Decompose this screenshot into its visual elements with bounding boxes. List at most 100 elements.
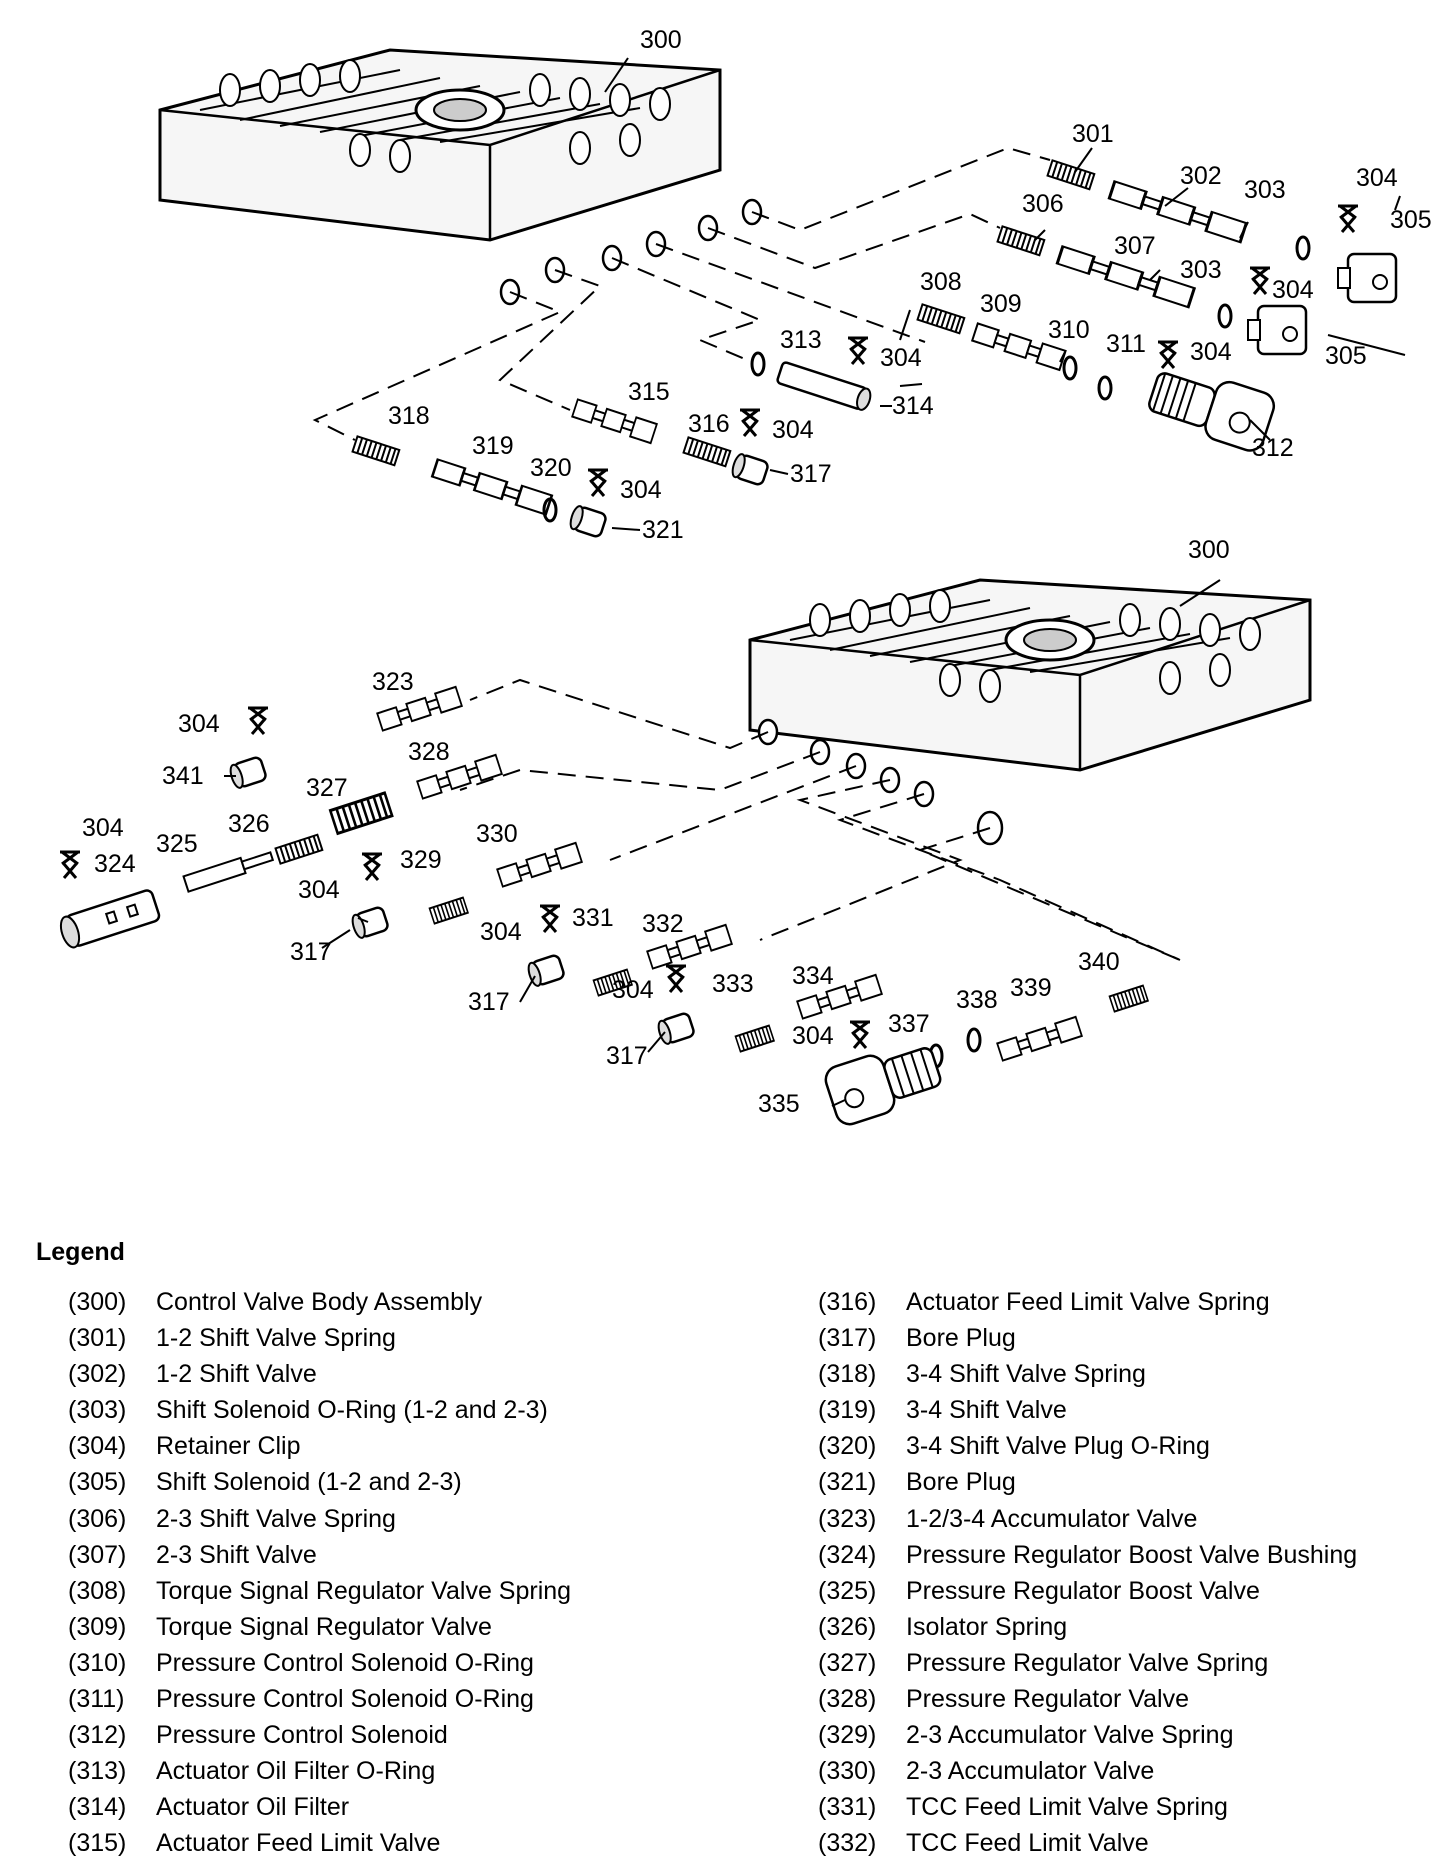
legend-code: (313) (68, 1757, 127, 1786)
callout-304-solenoid: 304 (1190, 338, 1232, 366)
callout-338: 338 (956, 986, 998, 1014)
callout-312: 312 (1252, 434, 1294, 462)
legend-text: Bore Plug (906, 1324, 1016, 1353)
boost-valve-325 (182, 851, 275, 893)
callout-321: 321 (642, 516, 684, 544)
legend-item: (304)Retainer Clip (68, 1428, 571, 1464)
torque-signal-spring-308 (916, 303, 966, 335)
legend-code: (309) (68, 1612, 127, 1641)
legend-item: (323)1-2/3-4 Accumulator Valve (818, 1501, 1357, 1537)
callout-304-317d: 304 (612, 976, 654, 1004)
shift-solenoid-305a (1336, 252, 1398, 304)
legend-item: (324)Pressure Regulator Boost Valve Bush… (818, 1537, 1357, 1573)
callout-304-317b: 304 (298, 876, 340, 904)
callout-304-upper: 304 (1356, 164, 1398, 192)
legend-code: (300) (68, 1288, 127, 1316)
solenoid-o-ring-303b (1217, 303, 1233, 329)
legend-code: (326) (818, 1612, 877, 1641)
callout-304-335: 304 (792, 1022, 834, 1050)
legend-text: Bore Plug (906, 1468, 1016, 1497)
legend-code: (319) (818, 1396, 877, 1425)
legend-text: Pressure Control Solenoid O-Ring (156, 1685, 534, 1714)
legend-code: (321) (818, 1468, 877, 1497)
bore-plug-317b (348, 905, 391, 941)
legend-item: (332)TCC Feed Limit Valve (818, 1825, 1357, 1861)
legend-code: (303) (68, 1396, 127, 1425)
legend-text: 2-3 Shift Valve (156, 1540, 317, 1569)
retainer-clip-304k (664, 964, 688, 994)
legend-code: (301) (68, 1324, 127, 1353)
pressure-control-o-ring-311 (1097, 375, 1113, 401)
legend-text: Actuator Oil Filter O-Ring (156, 1757, 436, 1786)
legend-text: Actuator Oil Filter (156, 1793, 350, 1822)
callout-304-317c: 304 (480, 918, 522, 946)
legend-item: (317)Bore Plug (818, 1320, 1357, 1356)
callout-302: 302 (1180, 162, 1222, 190)
callout-labels-top: 300 301 302 303 304 305 306 307 303 304 … (388, 26, 1432, 544)
callout-326: 326 (228, 810, 270, 838)
callout-324: 324 (94, 850, 136, 878)
legend-text: 3-4 Shift Valve Spring (906, 1360, 1146, 1389)
legend-text: 2-3 Shift Valve Spring (156, 1504, 396, 1533)
legend-item: (300)Control Valve Body Assembly (68, 1284, 571, 1320)
legend-text: Shift Solenoid O-Ring (1-2 and 2-3) (156, 1396, 548, 1425)
callout-333: 333 (712, 970, 754, 998)
spring-340 (1108, 984, 1149, 1013)
accumulator-valve-330 (495, 841, 583, 889)
legend-code: (332) (818, 1829, 877, 1858)
callout-304-shift34: 304 (620, 476, 662, 504)
isolator-spring-326 (274, 833, 324, 865)
legend-item: (310)Pressure Control Solenoid O-Ring (68, 1645, 571, 1681)
legend-text: Actuator Feed Limit Valve (156, 1829, 441, 1858)
pressure-control-solenoid-312 (1148, 372, 1276, 452)
bore-openings-bottom (757, 718, 1004, 846)
shift-valve-spring-318 (351, 435, 401, 467)
legend-list-right: (316)Actuator Feed Limit Valve Spring (3… (818, 1284, 1357, 1862)
valve-body-top (158, 48, 722, 242)
callout-304-mid: 304 (1272, 276, 1314, 304)
legend-text: Pressure Regulator Boost Valve (906, 1576, 1260, 1605)
callout-313: 313 (780, 326, 822, 354)
legend-item: (305)Shift Solenoid (1-2 and 2-3) (68, 1464, 571, 1500)
callout-328: 328 (408, 738, 450, 766)
legend-code: (307) (68, 1540, 127, 1569)
callout-300-bottom: 300 (1188, 536, 1230, 564)
legend-text: TCC Feed Limit Valve Spring (906, 1793, 1228, 1822)
valve-339 (995, 1015, 1083, 1063)
legend-text: Isolator Spring (906, 1612, 1068, 1641)
callout-317-top: 317 (790, 460, 832, 488)
callout-305-lower: 305 (1325, 342, 1367, 370)
legend-item: (313) Actuator Oil Filter O-Ring (68, 1753, 571, 1789)
callout-341: 341 (162, 762, 204, 790)
bore-plug-321 (566, 503, 609, 539)
retainer-clip-304a (1336, 204, 1360, 234)
callout-334: 334 (792, 962, 834, 990)
legend-item: (312)Pressure Control Solenoid (68, 1717, 571, 1753)
callout-314: 314 (892, 392, 934, 420)
legend-code: (306) (68, 1504, 127, 1533)
legend-text: Actuator Feed Limit Valve Spring (906, 1288, 1270, 1316)
shift-solenoid-305b (1246, 304, 1308, 356)
legend-text: Pressure Regulator Valve Spring (906, 1648, 1269, 1677)
retainer-clip-304j (538, 904, 562, 934)
legend-item: (302)1-2 Shift Valve (68, 1356, 571, 1392)
shift-valve-spring-306 (996, 225, 1046, 257)
legend-item: (307) 2-3 Shift Valve (68, 1537, 571, 1573)
o-ring-338 (966, 1027, 982, 1053)
legend-code: (311) (68, 1685, 125, 1714)
retainer-clip-304c (1156, 340, 1180, 370)
legend-item: (309)Torque Signal Regulator Valve (68, 1609, 571, 1645)
actuator-oil-filter-314 (776, 361, 872, 411)
legend-item: (325)Pressure Regulator Boost Valve (818, 1573, 1357, 1609)
legend-code: (304) (68, 1432, 127, 1461)
oil-filter-o-ring-313 (750, 351, 766, 377)
callout-316: 316 (688, 410, 730, 438)
callout-304-feed: 304 (772, 416, 814, 444)
legend-item: (303) Shift Solenoid O-Ring (1-2 and 2-3) (68, 1392, 571, 1428)
legend-code: (330) (818, 1757, 877, 1786)
legend-code: (328) (818, 1685, 877, 1714)
bore-plug-317a (728, 451, 771, 487)
callout-307: 307 (1114, 232, 1156, 260)
dashed-leader-lines-bottom (459, 678, 1181, 961)
boost-valve-bushing-324 (59, 889, 161, 949)
